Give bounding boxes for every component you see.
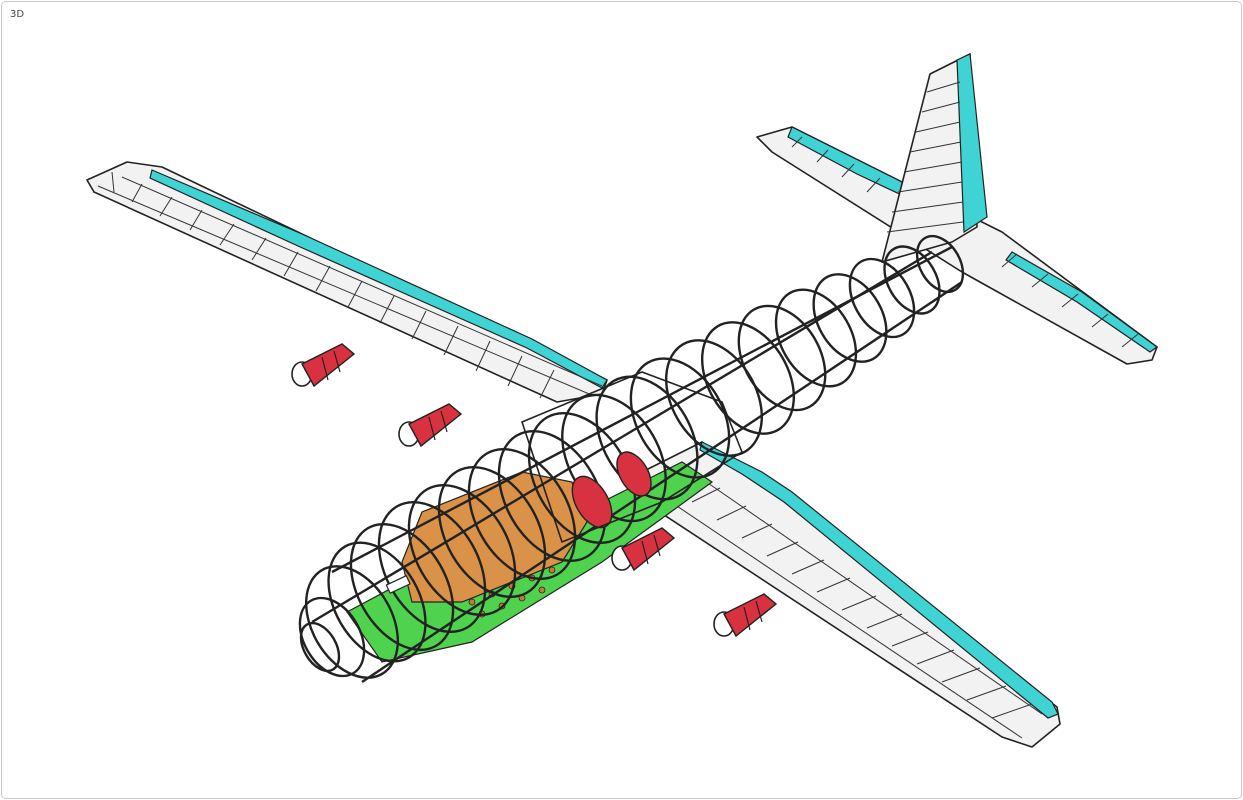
- nose-cone: [298, 575, 411, 678]
- vertical-stabilizer: [881, 53, 988, 263]
- rudder: [956, 53, 988, 234]
- view-label: 3D: [10, 9, 25, 20]
- engine-left-inner: [398, 403, 463, 448]
- engine-right-outer: [713, 593, 778, 638]
- engine-left-outer: [291, 343, 356, 388]
- right-aileron: [699, 441, 1059, 719]
- wing-center-box: [521, 371, 743, 544]
- left-wing: [86, 161, 608, 403]
- engine-center: [571, 451, 652, 529]
- cargo-box: [401, 471, 588, 618]
- fuselage-longerons: [311, 245, 963, 683]
- fuselage-frames: [304, 234, 965, 679]
- horizontal-stabilizer: [756, 126, 1159, 365]
- engine-right-inner: [611, 527, 676, 572]
